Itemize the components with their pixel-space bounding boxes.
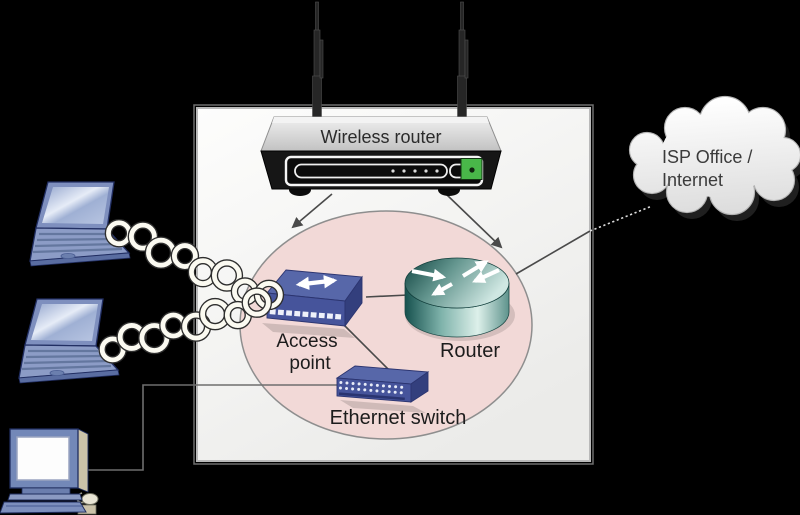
monitor-side-face [77, 428, 89, 493]
laptop1-base-edge [29, 252, 131, 267]
access-point-label-line2: point [289, 353, 331, 374]
wire-switch-desktop [86, 384, 337, 471]
connection-lines [86, 193, 653, 471]
router-icon [404, 257, 515, 341]
switch-side-face [410, 371, 429, 403]
access-point-ports [269, 309, 342, 320]
wireless-coil-ring [171, 243, 198, 269]
link-router-cloud-dotted [589, 205, 653, 232]
switch-shadow [340, 400, 426, 413]
wireless-coil-ring [211, 260, 242, 291]
cloud-label-line2: Internet [662, 170, 723, 190]
mouse-icon [81, 493, 99, 505]
link-wrouter-lan-left [291, 193, 333, 229]
laptop2-touchpad [49, 369, 65, 376]
switch-ports [338, 380, 405, 401]
access-point-side-face [344, 275, 363, 328]
access-point-shadow [262, 323, 355, 338]
router-vent-slot [294, 163, 448, 179]
isp-cloud: ISP Office / Internet [628, 95, 800, 221]
wireless-coil-ring [128, 222, 157, 251]
laptop1-touchpad [60, 252, 76, 259]
link-wrouter-lan-right [445, 193, 503, 249]
laptop1-key-rows [32, 232, 123, 254]
router-led-dots [391, 169, 439, 173]
laptop2-base-edge [18, 369, 120, 384]
desktop-computer-icon [0, 428, 99, 515]
monitor-stand [7, 493, 83, 501]
monitor-screen [16, 436, 70, 481]
access-point-label-line1: Access [276, 331, 337, 352]
access-point-icon [262, 269, 363, 338]
laptop-icon-2 [18, 298, 120, 384]
cloud-label-line1: ISP Office / [662, 147, 752, 167]
laptop2-screen [31, 304, 98, 341]
router-top-bevel [272, 117, 489, 123]
laptop1-screen [42, 187, 109, 224]
cloud-fill [630, 97, 800, 214]
link-accesspoint-router [365, 294, 409, 298]
wireless-coil-ring [242, 288, 271, 317]
router-cyl-top [404, 257, 510, 309]
link-router-cloud-solid [515, 230, 591, 275]
lan-box-outer-border [193, 104, 594, 465]
router-wan-port-pin [469, 167, 475, 173]
keyboard-icon [0, 501, 87, 514]
laptop2-key-rows [21, 349, 112, 371]
laptop-icon-1 [29, 181, 131, 267]
wireless-router-image: Wireless router [260, 1, 502, 196]
link-accesspoint-switch [343, 324, 390, 371]
wireless-router-label: Wireless router [320, 127, 441, 147]
ethernet-switch-icon [335, 365, 430, 413]
monitor-neck [21, 487, 71, 495]
router-arrows-icon [411, 260, 500, 296]
router-label: Router [440, 340, 500, 362]
double-arrow-icon [295, 274, 338, 291]
wireless-signal-coil-2 [98, 287, 273, 364]
ethernet-switch-label: Ethernet switch [330, 407, 467, 429]
